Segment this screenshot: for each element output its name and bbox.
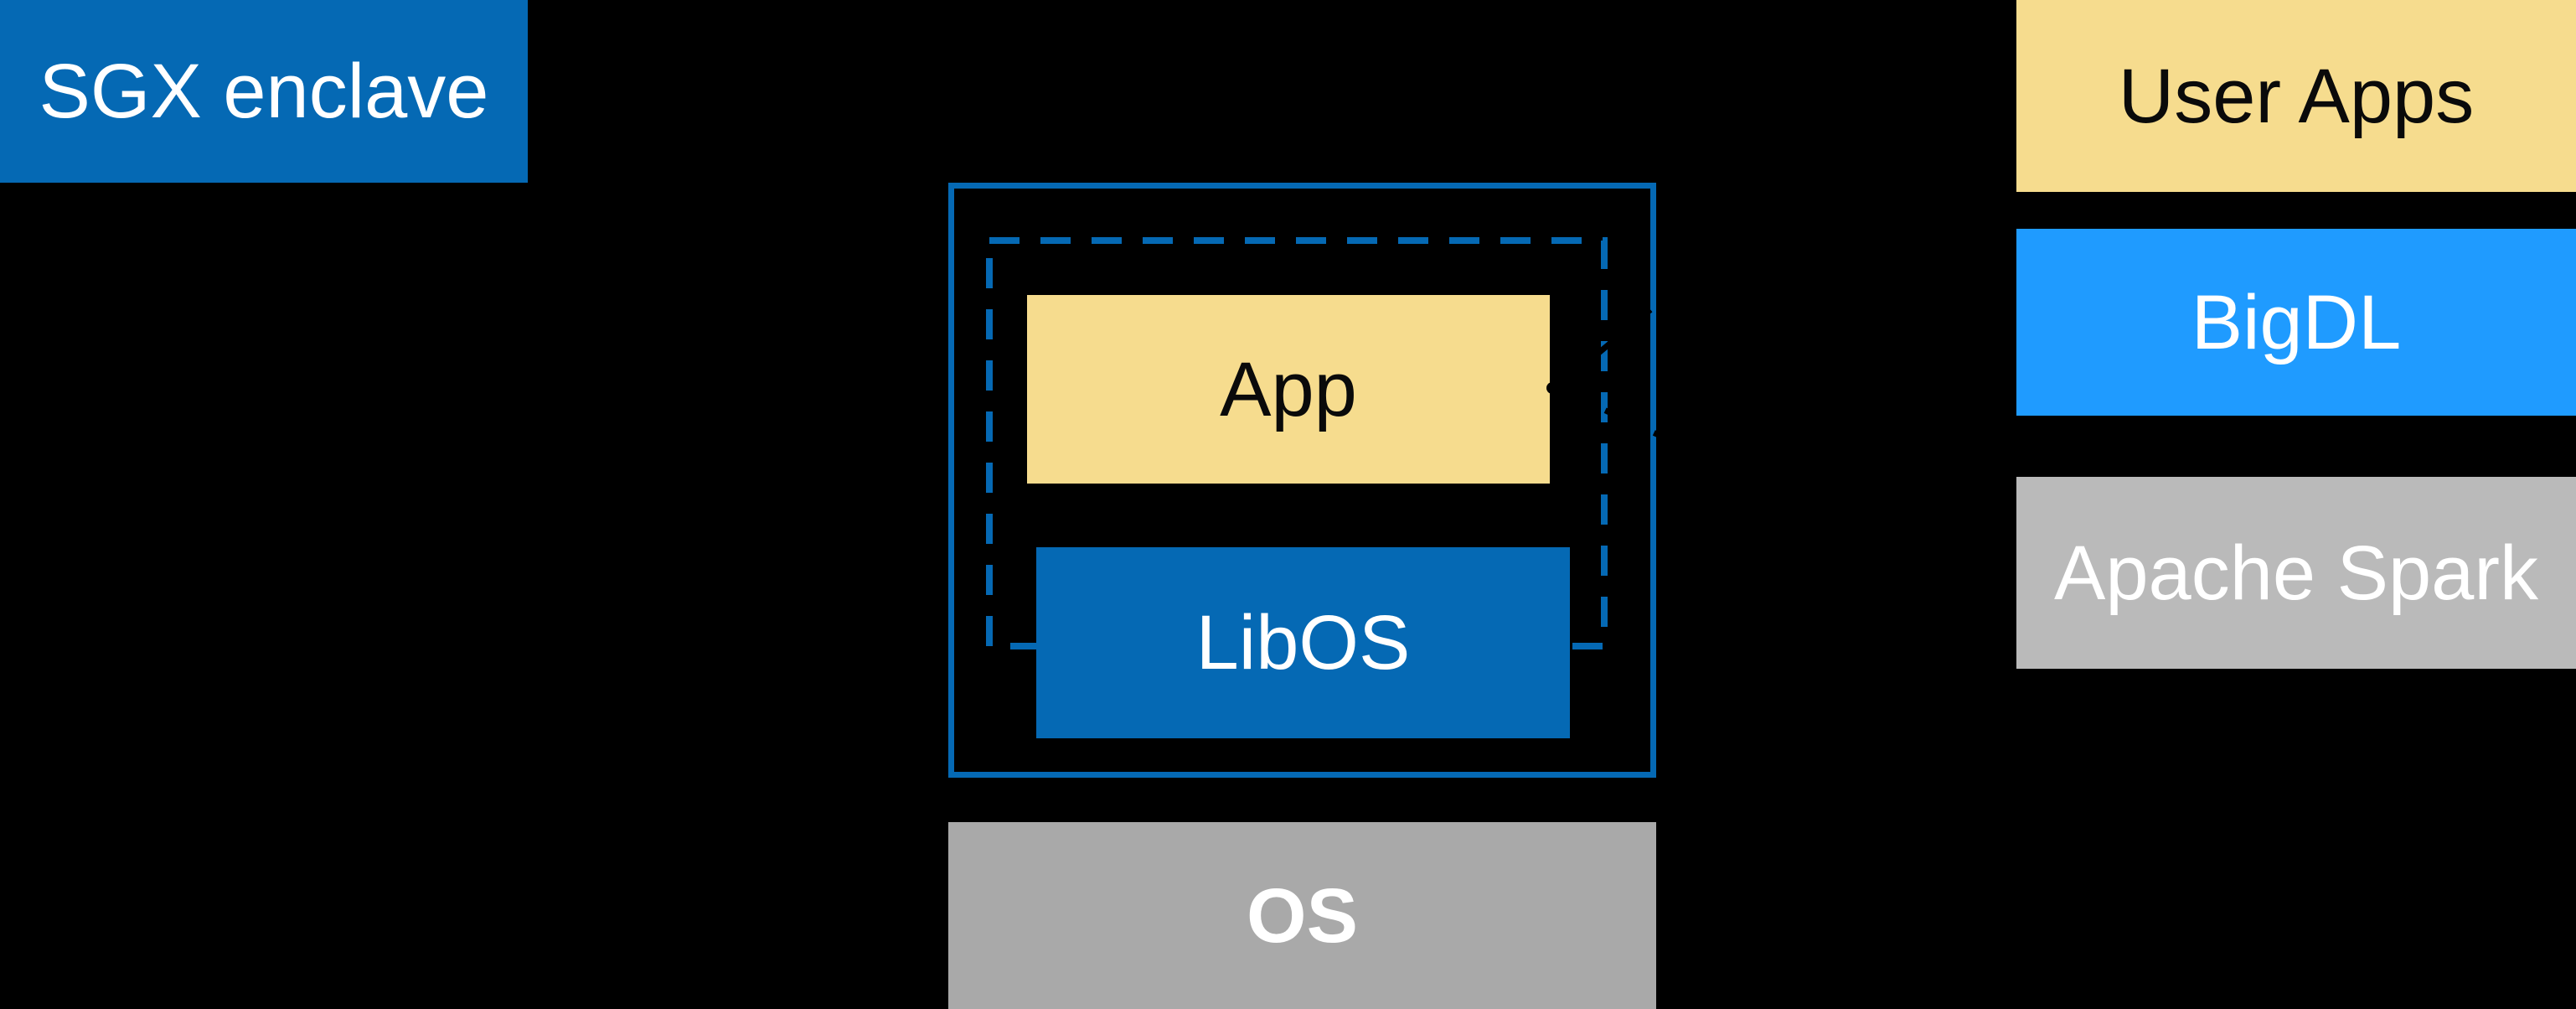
stack-apache-spark-box: Apache Spark (2016, 477, 2576, 669)
stack-user-apps-box: User Apps (2016, 0, 2576, 192)
libos-label: LibOS (1195, 600, 1411, 686)
libos-box: LibOS (1036, 547, 1570, 738)
sgx-enclave-label-box: SGX enclave (0, 0, 528, 183)
sgx-enclave-label: SGX enclave (39, 49, 489, 134)
stack-bigdl-box: BigDL (2016, 229, 2576, 416)
app-label: App (1220, 346, 1357, 432)
user-apps-label: User Apps (2118, 53, 2475, 139)
app-box: App (1027, 295, 1550, 484)
apache-spark-label: Apache Spark (2054, 530, 2538, 616)
sgx-connector-dot (519, 510, 530, 521)
os-box: OS (948, 822, 1656, 1009)
os-label: OS (1247, 872, 1358, 959)
bigdl-label: BigDL (2191, 279, 2402, 365)
